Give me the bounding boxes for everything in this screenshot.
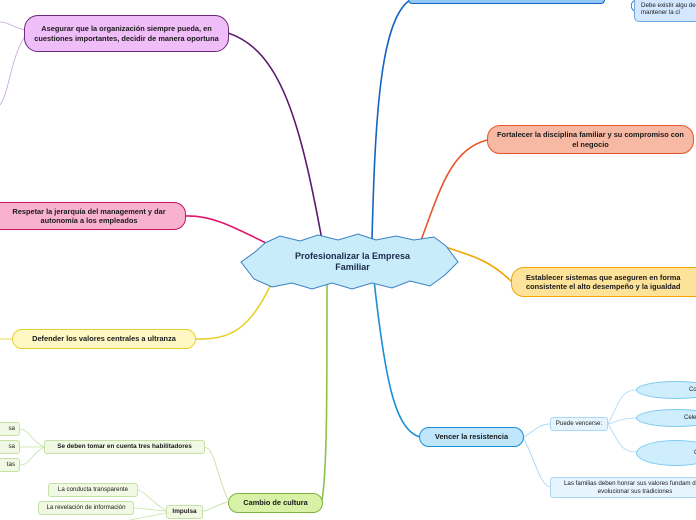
link-defender: [194, 281, 273, 340]
node-hab-item-3[interactable]: tas: [0, 458, 20, 472]
node-establecer[interactable]: Establecer sistemas que aseguren en form…: [511, 267, 696, 297]
cloud-1[interactable]: Con a: [636, 381, 696, 399]
link-top: [371, 0, 411, 241]
cloud-3[interactable]: Con: [636, 440, 696, 466]
node-respetar[interactable]: Respetar la jerarquía del management y d…: [0, 202, 186, 230]
node-asegurar[interactable]: Asegurar que la organización siempre pue…: [24, 15, 229, 52]
node-familias[interactable]: Las familias deben honrar sus valores fu…: [550, 477, 696, 498]
link-establecer: [444, 246, 513, 283]
node-defender[interactable]: Defender los valores centrales a ultranz…: [12, 329, 196, 349]
node-top-partial[interactable]: [408, 0, 605, 4]
link-fortalecer: [419, 139, 488, 244]
central-node-shape: [240, 233, 459, 290]
link-asegurar: [227, 32, 323, 241]
cloud-2[interactable]: Celebra: [636, 409, 696, 427]
central-node[interactable]: Profesionalizar la Empresa Familiar: [294, 250, 411, 272]
node-revelacion[interactable]: La revelación de información: [38, 501, 134, 515]
node-hab-item-1[interactable]: sa: [0, 422, 20, 436]
link-cambio: [321, 279, 328, 501]
node-fortalecer[interactable]: Fortalecer la disciplina familiar y su c…: [487, 125, 694, 154]
link-vencer: [373, 279, 421, 438]
node-vencer[interactable]: Vencer la resistencia: [419, 427, 524, 447]
node-top-right-sub[interactable]: Debe existir algu de mantener la cl: [634, 0, 696, 22]
node-conducta[interactable]: La conducta transparente: [48, 483, 138, 497]
node-habilitadores[interactable]: Se deben tomar en cuenta tres habilitado…: [44, 440, 205, 454]
node-impulsa[interactable]: Impulsa: [166, 505, 203, 519]
link-respetar: [184, 215, 269, 245]
node-hab-item-2[interactable]: sa: [0, 440, 20, 454]
node-cambio[interactable]: Cambio de cultura: [228, 493, 323, 513]
node-puede-vencerse[interactable]: Puede vencerse:: [550, 417, 608, 431]
